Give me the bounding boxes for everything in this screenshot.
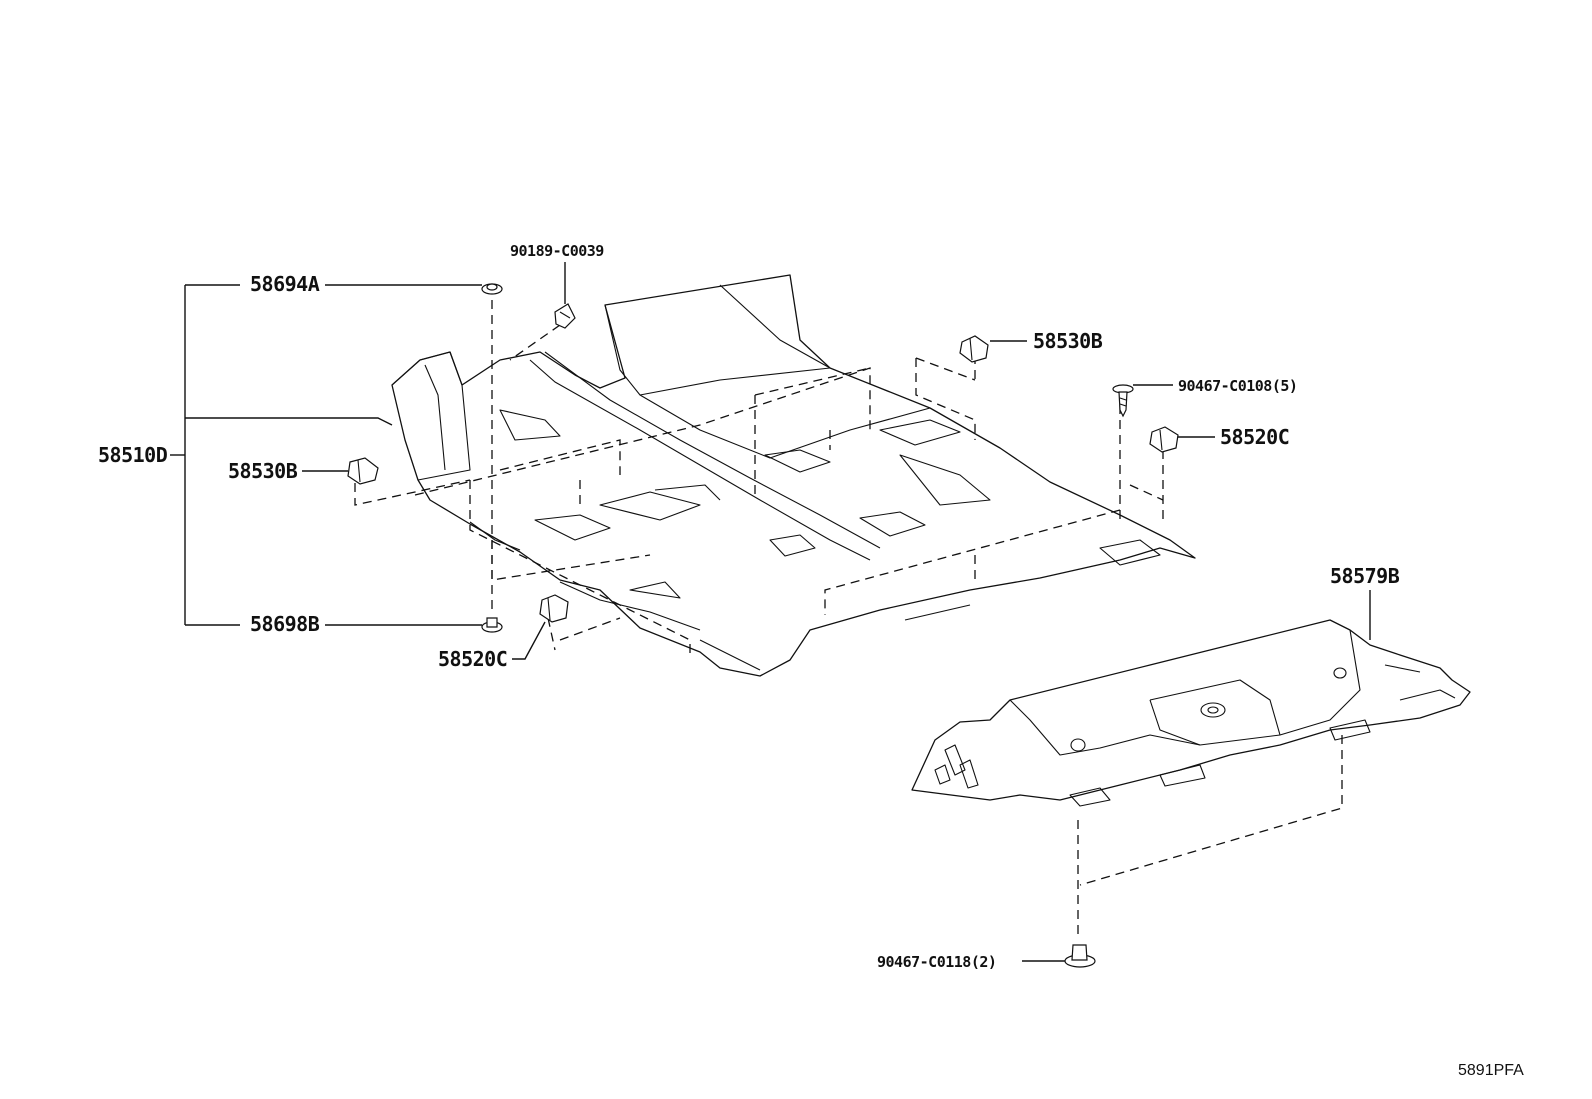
clip-58530B-right <box>959 335 989 363</box>
label-58520C-right: 58520C <box>1220 425 1289 449</box>
label-58520C-left: 58520C <box>438 647 507 671</box>
label-90467-C0108: 90467-C0108(5) <box>1178 377 1297 395</box>
label-58698B: 58698B <box>250 612 320 636</box>
floor-carpet-58510D <box>391 274 1196 677</box>
leader-lines <box>170 262 1371 962</box>
label-58530B-right: 58530B <box>1033 329 1103 353</box>
label-58510D: 58510D <box>98 443 168 467</box>
label-58579B: 58579B <box>1330 564 1400 588</box>
clip-58520C-right <box>1149 426 1179 453</box>
label-58530B-left: 58530B <box>228 459 298 483</box>
diagram-code: 5891PFA <box>1458 1062 1524 1079</box>
label-90189-C0039: 90189-C0039 <box>510 242 604 260</box>
fastener-58694A <box>481 283 503 295</box>
screw-90467-C0108 <box>1112 384 1134 418</box>
clip-58520C-left <box>539 594 569 623</box>
clip-58530B-left <box>347 457 379 485</box>
rear-floor-carpet-58579B <box>911 619 1471 807</box>
clip-90189-C0039 <box>554 303 576 329</box>
fastener-58698B <box>481 617 503 633</box>
label-90467-C0118: 90467-C0118(2) <box>877 953 996 971</box>
assembly-guide-lines <box>354 300 1343 940</box>
label-58694A: 58694A <box>250 272 320 296</box>
clip-90467-C0118 <box>1064 944 1096 968</box>
